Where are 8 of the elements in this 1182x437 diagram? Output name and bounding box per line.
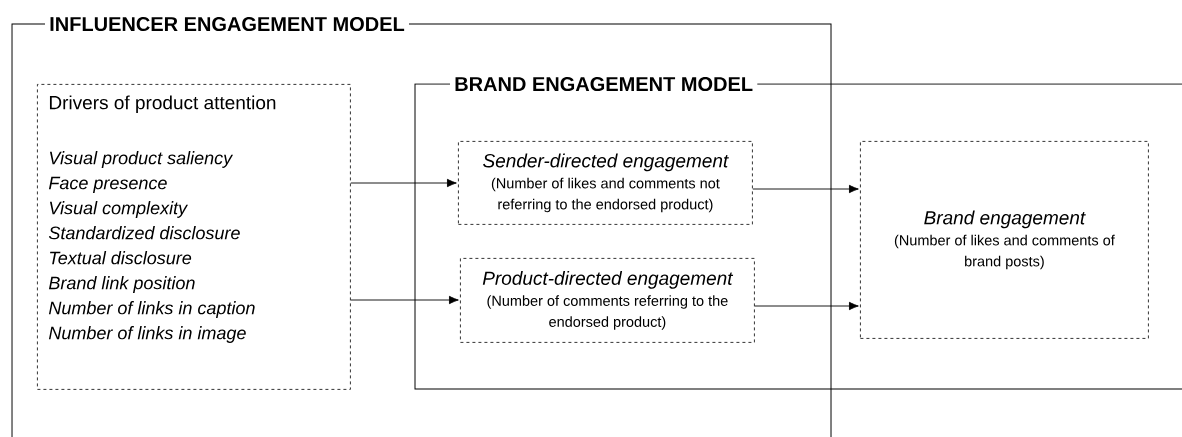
dashed-box: Sender-directed engagement (Number of likes and comments not referring to the endorsed product) <box>458 141 753 225</box>
dashed-box: Product-directed engagement (Number of comments referring to the endorsed product) <box>460 258 755 343</box>
arrow <box>350 295 459 305</box>
dashed-box: Brand engagement (Number of likes and comments of brand posts) <box>860 141 1149 339</box>
dashed-box: Drivers of product attention Visual product saliency Face presence Visual complexity Standardized disclosure Textual disclosure Brand link position Number of links in caption Number of links in image <box>37 84 351 390</box>
arrow <box>350 178 457 188</box>
arrow <box>752 184 859 194</box>
arrow <box>754 301 859 311</box>
